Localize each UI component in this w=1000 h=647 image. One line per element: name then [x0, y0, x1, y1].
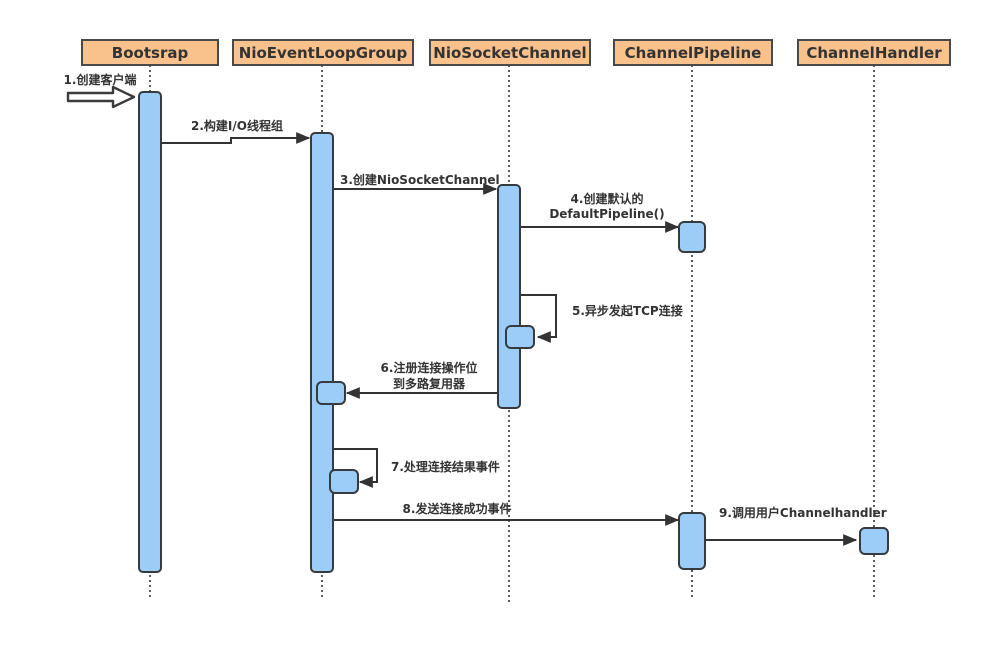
message-8-send-connect-success: 8.发送连接成功事件 — [333, 501, 680, 526]
message-5-self-arrow — [520, 294, 557, 343]
participant-niosocketchannel: NioSocketChannel — [429, 39, 591, 66]
message-6-label-line2: 到多路复用器 — [393, 376, 466, 391]
activation-handle-result — [329, 469, 359, 494]
participant-niosocketchannel-label: NioSocketChannel — [433, 44, 586, 62]
participant-bootsrap-label: Bootsrap — [112, 44, 189, 62]
activation-channelpipeline-event — [678, 512, 706, 570]
participant-channelpipeline-label: ChannelPipeline — [625, 44, 762, 62]
message-6-label-line1: 6.注册连接操作位 — [381, 360, 478, 375]
message-5-async-tcp-connect: 5.异步发起TCP连接 — [520, 294, 683, 343]
message-3-label: 3.创建NioSocketChannel — [340, 172, 500, 187]
message-7-self-arrow — [333, 448, 378, 488]
activation-channelhandler — [859, 527, 889, 555]
message-7-handle-connect-result: 7.处理连接结果事件 — [333, 448, 500, 488]
message-1-create-client: 1.创建客户端 — [64, 72, 137, 109]
message-9-invoke-user-channelhandler: 9.调用用户Channelhandler — [706, 505, 887, 546]
message-4-label-line2: DefaultPipeline() — [549, 207, 664, 221]
activation-niosocketchannel — [497, 184, 521, 409]
participant-nioeventloopgroup-label: NioEventLoopGroup — [239, 44, 408, 62]
message-7-label: 7.处理连接结果事件 — [391, 459, 500, 474]
message-5-label: 5.异步发起TCP连接 — [572, 303, 683, 318]
message-6-register-selector: 6.注册连接操作位 到多路复用器 — [345, 360, 497, 399]
message-2-arrow — [161, 132, 311, 144]
activation-bootsrap — [138, 91, 162, 573]
found-message-arrow-icon — [66, 85, 136, 109]
participant-bootsrap-box — [81, 39, 219, 66]
message-2-label: 2.构建I/O线程组 — [191, 118, 283, 133]
activation-register-selector — [316, 381, 346, 405]
participant-nioeventloopgroup: NioEventLoopGroup — [232, 39, 414, 66]
activation-nioeventloopgroup — [310, 132, 334, 573]
participant-channelpipeline: ChannelPipeline — [613, 39, 773, 66]
activation-tcp-connect — [505, 325, 535, 349]
participant-channelhandler: ChannelHandler — [797, 39, 951, 66]
participant-bootsrap: Bootsrap — [81, 39, 219, 66]
activation-channelpipeline-create — [678, 221, 706, 253]
message-4-label-line1: 4.创建默认的 — [571, 191, 644, 206]
participant-channelhandler-label: ChannelHandler — [806, 44, 942, 62]
participant-nioeventloopgroup-box — [232, 39, 414, 66]
message-9-label: 9.调用用户Channelhandler — [719, 505, 887, 520]
message-3-create-niosocketchannel: 3.创建NioSocketChannel — [333, 172, 500, 195]
message-2-build-io-threadgroup: 2.构建I/O线程组 — [161, 118, 311, 144]
message-8-label: 8.发送连接成功事件 — [403, 501, 512, 516]
message-4-create-default-pipeline: 4.创建默认的 DefaultPipeline() — [520, 191, 680, 233]
participant-channelpipeline-box — [613, 39, 773, 66]
message-1-label: 1.创建客户端 — [64, 72, 137, 87]
participant-niosocketchannel-box — [429, 39, 591, 66]
participant-channelhandler-box — [797, 39, 951, 66]
